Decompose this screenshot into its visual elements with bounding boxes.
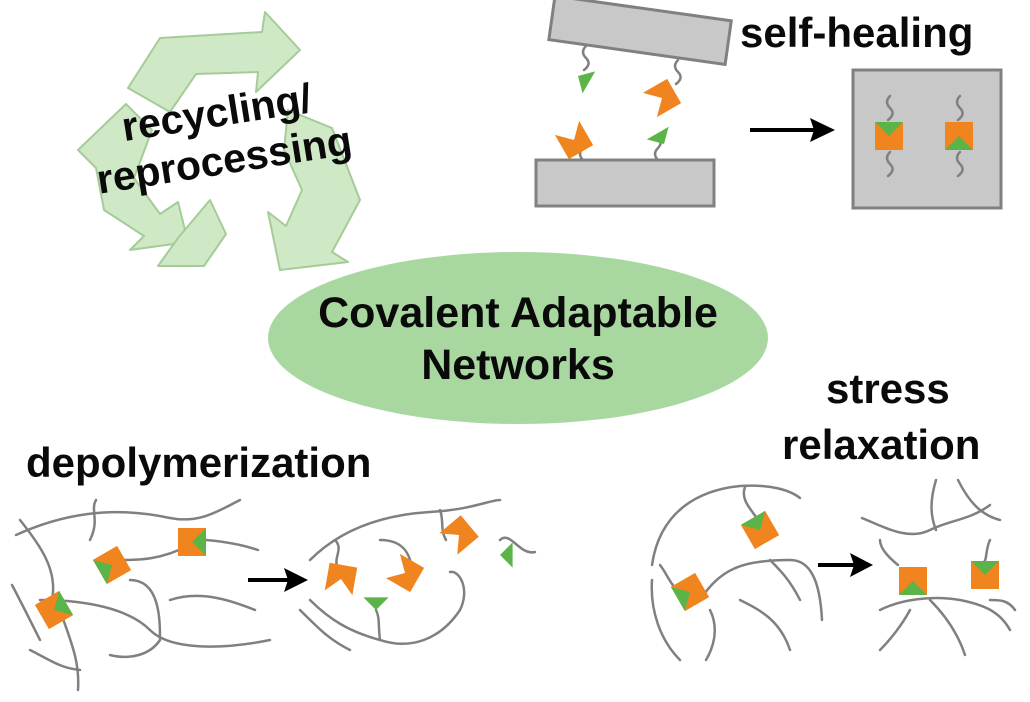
self-healing-after xyxy=(851,68,1003,210)
recycle-arrow-right xyxy=(267,109,361,271)
stress-relaxation-arrow xyxy=(818,553,873,577)
tilted-block xyxy=(547,0,733,67)
stress-relaxation-network-before xyxy=(650,484,824,662)
self-healing-arrow xyxy=(750,118,835,142)
depolymerization-network-after xyxy=(298,498,537,652)
center-ellipse xyxy=(268,252,768,424)
stress-relaxation-network-after xyxy=(860,478,1017,657)
depolymerization-arrow xyxy=(248,568,308,592)
recycle-arrow-left xyxy=(77,103,189,251)
recycle-arrow-top xyxy=(127,11,301,113)
center-label-line1: Covalent Adaptable xyxy=(318,289,718,337)
center-label-line2: Networks xyxy=(421,341,615,389)
recycle-icon xyxy=(77,11,361,271)
stress-relaxation-label-line2: relaxation xyxy=(782,421,981,468)
center-label: Covalent Adaptable Networks xyxy=(268,254,768,424)
stress-relaxation-label-line1: stress xyxy=(826,365,950,412)
bottom-block xyxy=(534,158,716,208)
self-healing-label: self-healing xyxy=(740,9,974,56)
depolymerization-network-before xyxy=(10,498,272,692)
recycle-arrow-bottom xyxy=(157,199,227,267)
self-healing-before xyxy=(534,0,733,208)
depolymerization-label: depolymerization xyxy=(26,439,372,486)
